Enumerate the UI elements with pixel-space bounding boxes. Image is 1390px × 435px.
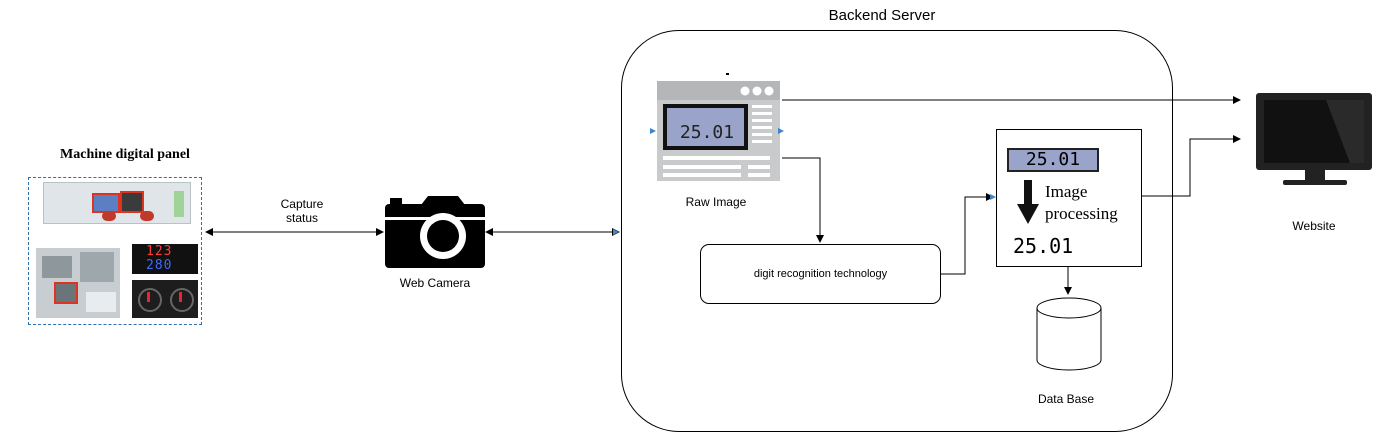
gauge [138, 288, 162, 312]
panel-highlight-2 [120, 191, 144, 213]
gauge [170, 288, 194, 312]
processing-input-value: 25.01 [1007, 148, 1099, 172]
raw-image-reading: 25.01 [680, 122, 734, 143]
backend-server-container [621, 30, 1173, 432]
panel-green-strip [174, 191, 184, 217]
machine-part [86, 292, 116, 312]
processing-to-website-arrow [1142, 135, 1241, 197]
led-display-photo: 123 280 [132, 244, 198, 274]
backend-server-title: Backend Server [828, 7, 936, 24]
server-input-marker [613, 229, 619, 235]
processing-arrow-icon [1017, 180, 1039, 229]
processing-caption-line2: processing [1045, 204, 1118, 223]
processing-output-value: 25.01 [1013, 234, 1074, 258]
website-label: Website [1292, 219, 1336, 233]
digit-recognition-label: digit recognition technology [753, 268, 888, 280]
raw-to-digit-arrow [782, 157, 824, 243]
panel-highlight-3 [54, 282, 78, 304]
image-processing-box: 25.01 Image processing 25.01 [996, 129, 1142, 267]
raw-image-label: Raw Image [685, 195, 747, 209]
processing-input-marker [990, 194, 996, 200]
panel-photo-top [43, 182, 191, 224]
panel-photo-machine [36, 248, 120, 318]
machine-part [42, 256, 72, 278]
database-label: Data Base [1037, 392, 1095, 406]
panel-knob [102, 211, 116, 221]
camera-label: Web Camera [399, 276, 471, 290]
processing-caption-line1: Image [1045, 182, 1088, 201]
database-icon [1036, 297, 1102, 371]
gauge-needle [179, 292, 182, 302]
machine-part [80, 252, 114, 282]
led-bottom-value: 280 [146, 258, 173, 273]
capture-label-line1: Capture [280, 197, 324, 211]
monitor-icon [1256, 93, 1372, 185]
machine-panel-title: Machine digital panel [60, 147, 190, 162]
dashboard-photo [132, 280, 198, 318]
gauge-needle [147, 292, 150, 302]
camera-icon [385, 196, 485, 268]
digit-to-processing-arrow [941, 193, 994, 275]
capture-status-label: Capture status [262, 197, 342, 225]
led-top-value: 123 [146, 244, 173, 259]
capture-label-line2: status [285, 211, 318, 225]
digit-recognition-box: digit recognition technology [700, 244, 941, 304]
panel-knob [140, 211, 154, 221]
machine-panel-images: 123 280 [28, 177, 202, 325]
raw-image-browser-icon [650, 73, 784, 181]
